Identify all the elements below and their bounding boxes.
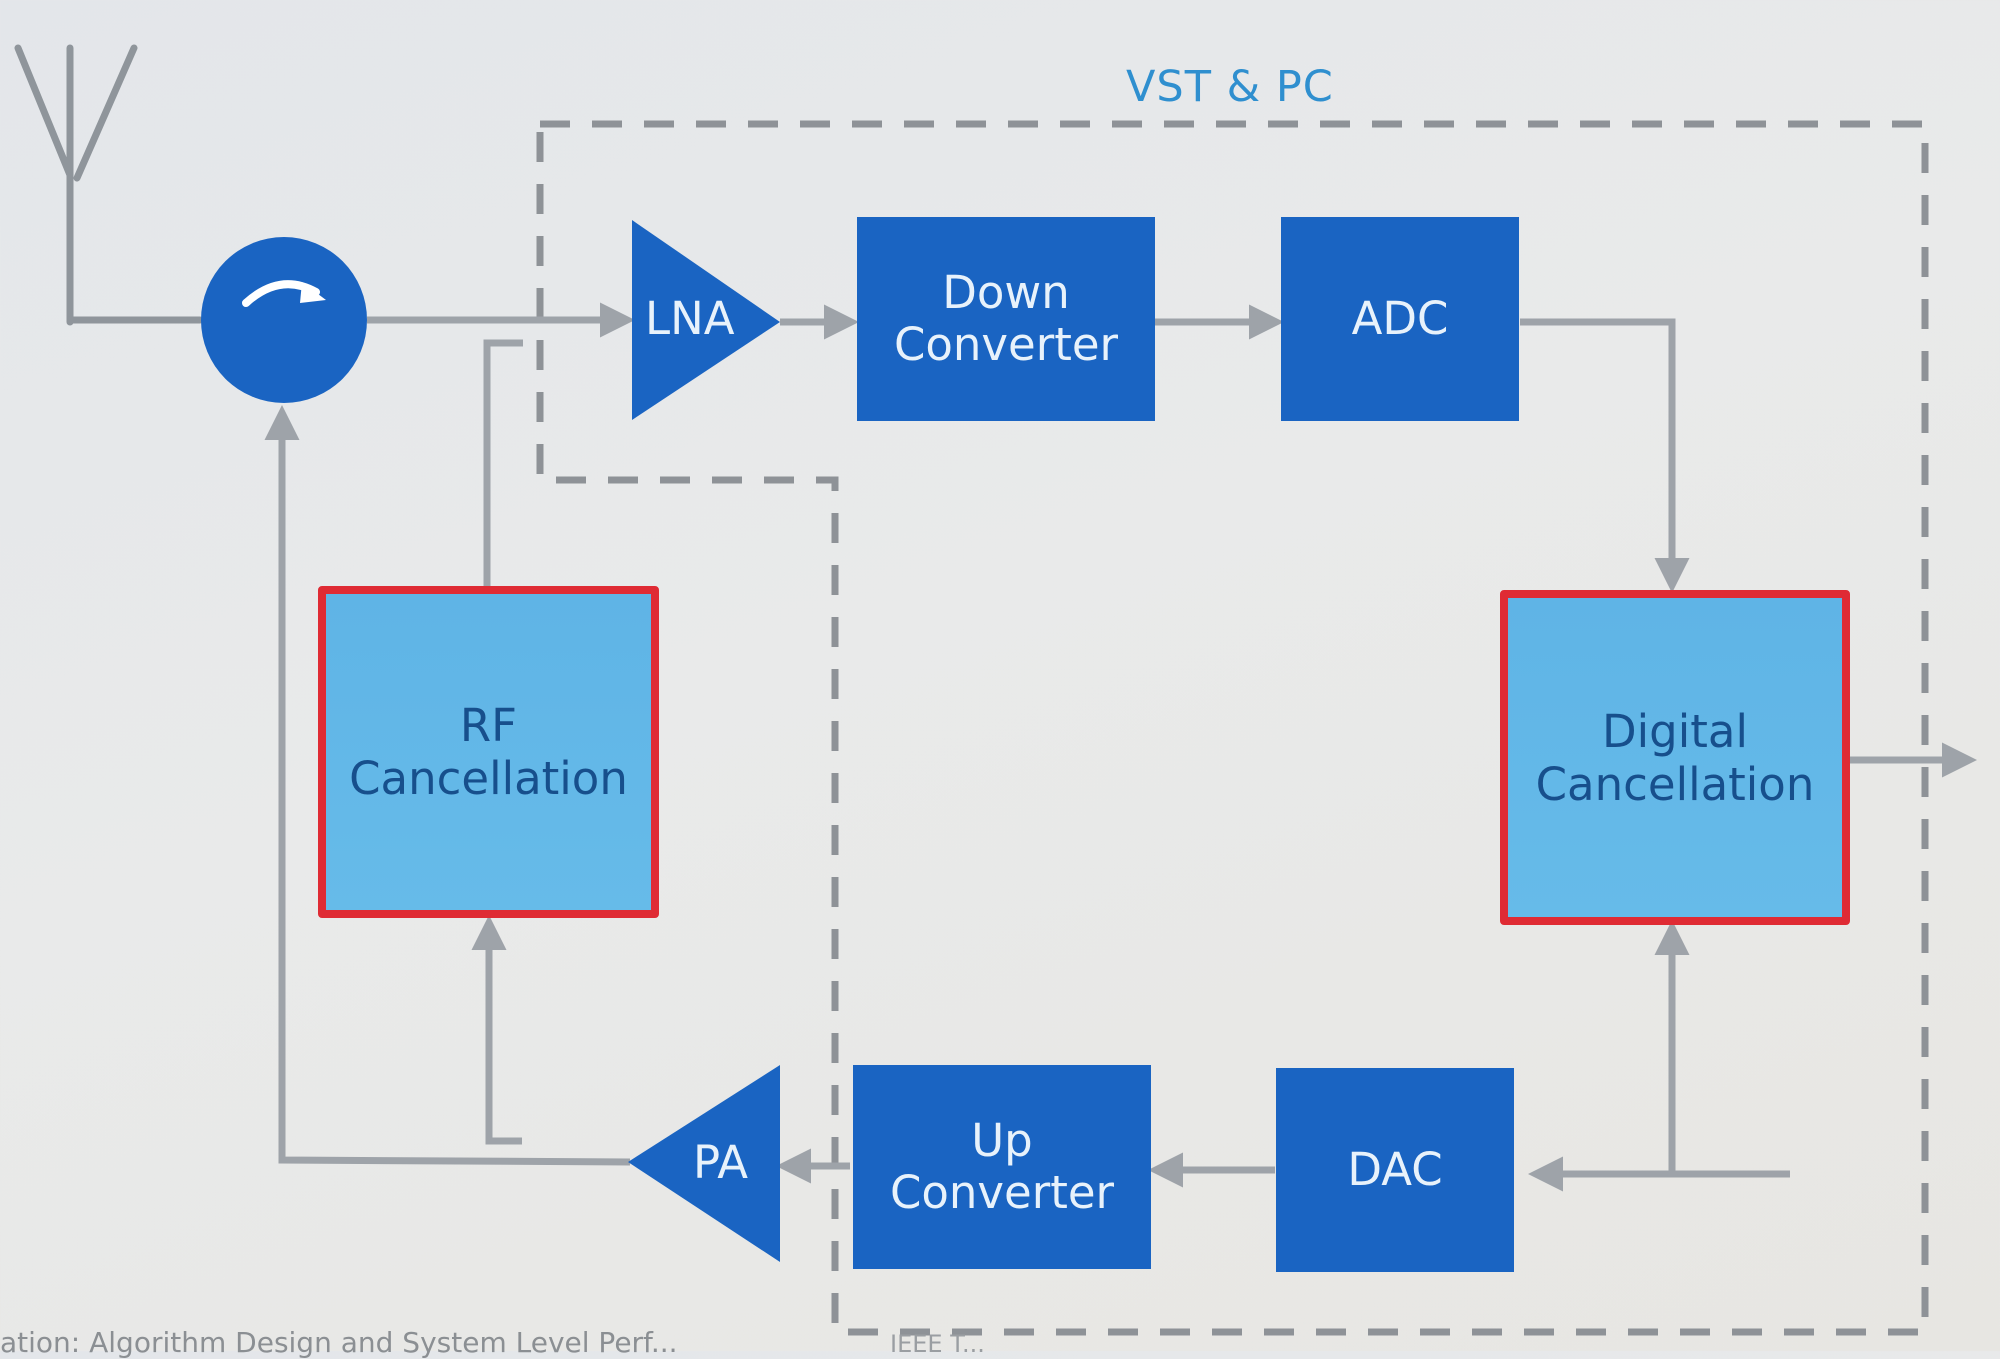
- rf-cancellation-block: RF Cancellation: [318, 586, 659, 918]
- vst-pc-region-label: VST & PC: [1126, 62, 1334, 112]
- connector-pa-rfcancel: [471, 915, 522, 1145]
- pa-amplifier: [628, 1065, 780, 1262]
- circulator-icon: [201, 237, 367, 403]
- digital-cancellation-block: Digital Cancellation: [1500, 590, 1850, 925]
- connector-adc-digital: [1520, 318, 1690, 593]
- lna-amplifier: [632, 220, 780, 420]
- antenna-icon: [14, 44, 204, 326]
- connector-pa-circulator: [264, 405, 631, 1166]
- lna-label: LNA: [645, 292, 735, 345]
- connector-rfcancel-lna: [483, 339, 523, 586]
- pa-label: PA: [693, 1136, 749, 1189]
- dac-block: DAC: [1276, 1068, 1514, 1272]
- up-converter-block: Up Converter: [853, 1065, 1151, 1269]
- adc-block: ADC: [1281, 217, 1519, 421]
- caption-reference-fragment: IEEE T...: [890, 1330, 985, 1358]
- connectors: [264, 302, 1977, 1192]
- caption-fragment: ation: Algorithm Design and System Level…: [0, 1326, 678, 1359]
- down-converter-block: Down Converter: [857, 217, 1155, 421]
